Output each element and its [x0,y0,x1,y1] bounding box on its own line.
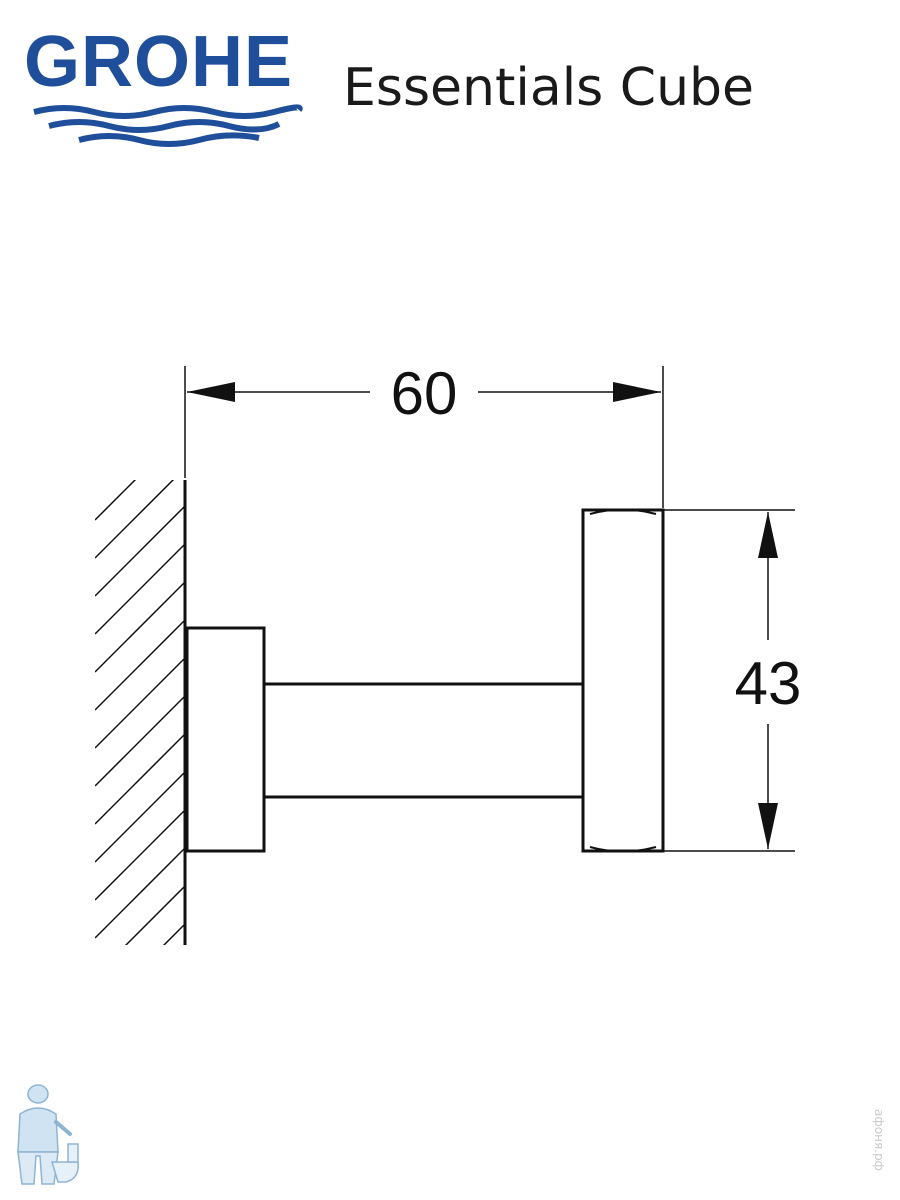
logo-waves-icon [33,104,303,147]
arrow-up-icon [758,512,778,558]
watermark-text: афоня.рф [872,1109,886,1171]
width-dimension-label: 60 [391,360,458,427]
watermark: афоня.рф [868,1085,890,1195]
height-dimension-label: 43 [735,650,802,717]
mount-plate [185,626,266,853]
height-dimension: 43 [663,509,802,852]
width-dimension: 60 [184,360,664,508]
arrow-right-icon [613,382,661,402]
plumber-mascot-icon [17,1084,79,1185]
wall-hatching [95,480,185,945]
arrow-down-icon [758,803,778,849]
hook-block [581,508,665,853]
logo-wordmark: GROHE [24,22,294,102]
grohe-logo: GROHE [24,26,309,156]
hook-block-bottom-edge [589,846,657,853]
hook-arm [262,682,625,799]
arrow-left-icon [187,382,235,402]
hook-block-top-edge [589,508,657,515]
product-title: Essentials Cube [343,58,755,118]
